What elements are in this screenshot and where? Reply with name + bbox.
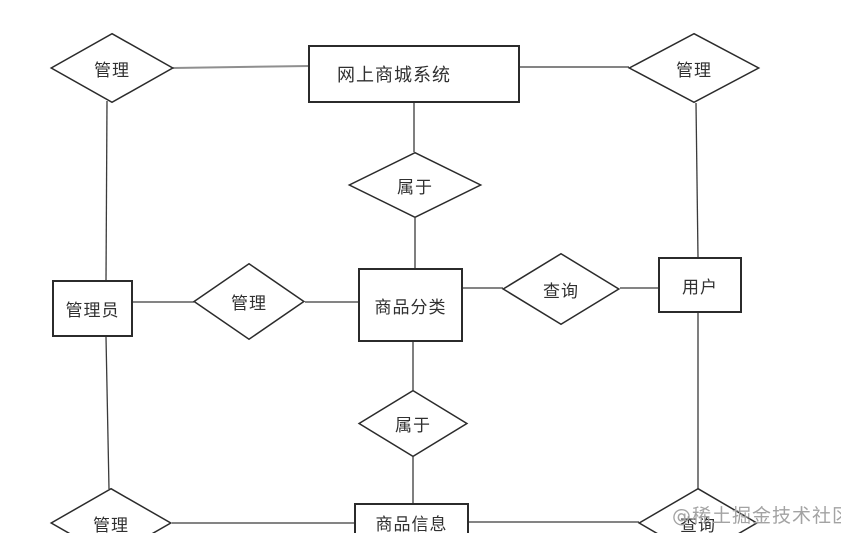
relation-manage-top-right: 管理: [628, 33, 760, 103]
entity-user: 用户: [658, 257, 742, 313]
diamond-shape: [348, 152, 482, 218]
relation-label: 管理: [93, 515, 129, 533]
relation-label: 管理: [676, 60, 712, 81]
entity-product-info: 商品信息: [354, 503, 469, 533]
relation-label: 查询: [543, 281, 579, 302]
entity-product-category: 商品分类: [358, 268, 463, 342]
relation-manage-top-left: 管理: [50, 33, 174, 103]
relation-query-bottom-right: 查询: [638, 488, 758, 533]
entity-admin: 管理员: [52, 280, 133, 337]
entity-product-category-label: 商品分类: [374, 297, 447, 318]
entity-system-label: 网上商城系统: [337, 65, 451, 86]
relation-label: 管理: [231, 294, 267, 314]
diamond-shape: [358, 390, 468, 457]
relation-belongs-upper: 属于: [348, 152, 482, 218]
relation-label: 管理: [94, 60, 130, 81]
entity-user-label: 用户: [682, 277, 718, 298]
connector-line: [105, 100, 108, 282]
relation-manage-bottom-left: 管理: [50, 488, 172, 533]
diamond-shape: [638, 488, 758, 533]
diamond-shape: [628, 33, 760, 103]
relation-label: 查询: [680, 515, 716, 533]
entity-system: 网上商城系统: [308, 45, 520, 103]
diamond-shape: [50, 33, 174, 103]
diamond-shape: [502, 253, 620, 325]
relation-belongs-lower: 属于: [358, 390, 468, 457]
connector-line: [105, 336, 110, 490]
relation-query-mid-right: 查询: [502, 253, 620, 325]
relation-manage-mid-left: 管理: [193, 263, 305, 340]
connector-line: [172, 65, 310, 69]
connector-line: [695, 102, 699, 258]
entity-admin-label: 管理员: [65, 301, 120, 321]
relation-label: 属于: [395, 416, 431, 436]
diamond-shape: [50, 488, 172, 533]
entity-product-info-label: 商品信息: [375, 515, 448, 533]
watermark: @稀土掘金技术社区: [672, 505, 841, 527]
relation-label: 属于: [397, 177, 433, 198]
diamond-shape: [193, 263, 305, 340]
